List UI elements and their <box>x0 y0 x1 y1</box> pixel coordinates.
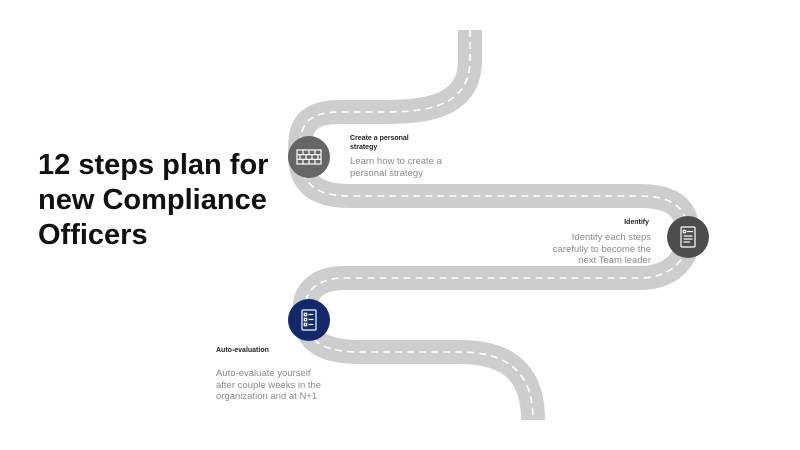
step-marker-2 <box>667 216 709 258</box>
page-title: 12 steps plan for new Compliance Officer… <box>38 149 269 251</box>
step-2-description: Identify each steps carefully to become … <box>552 232 651 266</box>
step-1-description: Learn how to create a personal strategy <box>350 156 442 179</box>
checklist-icon <box>301 309 317 331</box>
step-marker-3 <box>288 299 330 341</box>
step-1-title: Create a personal strategy <box>350 135 409 151</box>
step-3-description: Auto-evaluate yourself after couple week… <box>216 368 322 402</box>
step-3-title: Auto-evaluation <box>216 347 269 354</box>
document-icon <box>680 226 696 248</box>
step-marker-1 <box>288 136 330 178</box>
brick-wall-icon <box>296 149 322 165</box>
step-2-title: Identify <box>624 219 649 226</box>
